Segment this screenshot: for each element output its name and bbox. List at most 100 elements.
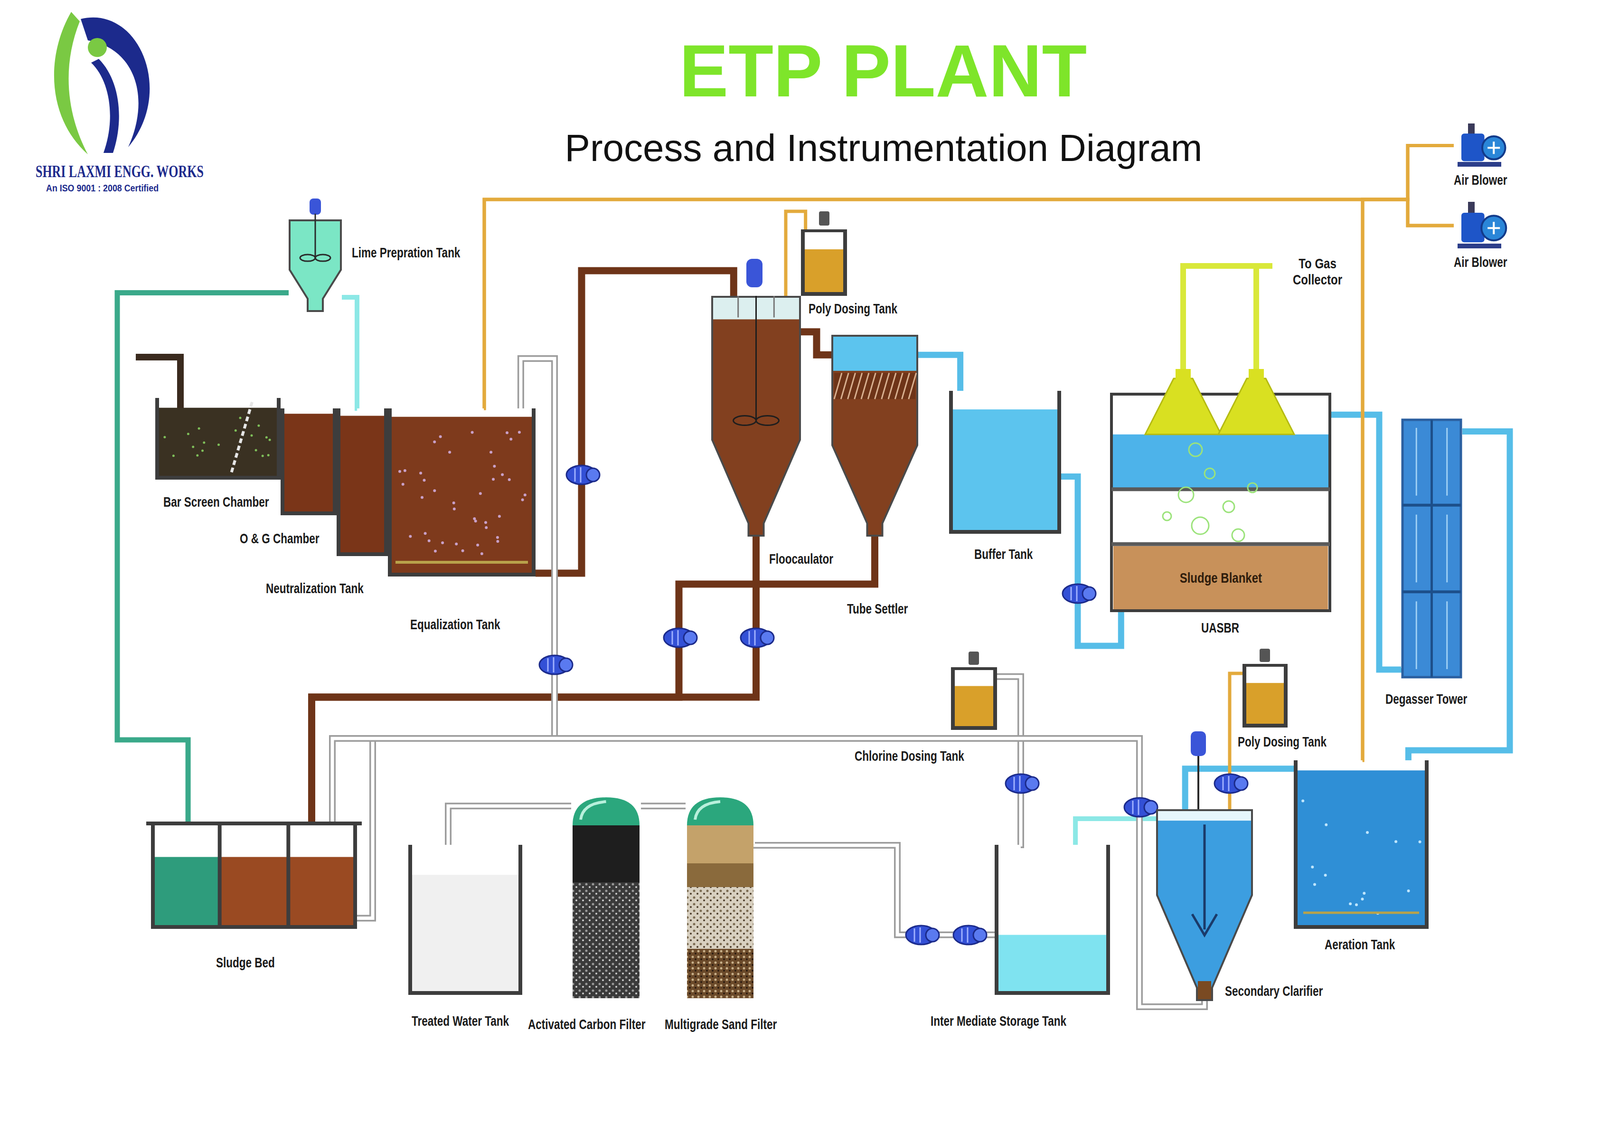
bubble xyxy=(268,438,272,442)
divider xyxy=(1111,487,1330,491)
vessel-label: Bar Screen Chamber xyxy=(163,493,270,510)
tank-wall xyxy=(157,397,279,478)
pipe-line xyxy=(483,145,1454,409)
filter-dome xyxy=(687,797,754,826)
pipe-core xyxy=(997,676,1021,845)
carbon-media xyxy=(572,882,640,998)
tube-settler: Tube Settler xyxy=(831,334,919,536)
vessel-label: Multigrade Sand Filter xyxy=(664,1016,777,1033)
bubble xyxy=(480,552,484,556)
flow-arrow xyxy=(1192,913,1217,935)
pump-rib xyxy=(754,630,756,646)
motor xyxy=(1259,648,1271,662)
pipe-stroke xyxy=(1075,818,1157,845)
pump-head xyxy=(760,630,774,645)
tank-wall xyxy=(1244,663,1286,726)
vessel-shape xyxy=(800,229,848,296)
pipe-line xyxy=(1331,414,1402,670)
dosing-tank: Poly Dosing Tank xyxy=(1242,663,1288,728)
vessel-shape xyxy=(685,795,755,998)
pipe-line xyxy=(1075,818,1157,845)
uasb-reactor: UASBRSludge Blanket xyxy=(1110,392,1332,612)
pump-head xyxy=(1025,776,1039,791)
vessel-shape xyxy=(994,844,1111,995)
gas-hood xyxy=(1218,378,1295,435)
bubble xyxy=(432,440,436,444)
sludge xyxy=(152,856,220,927)
tube-hatch xyxy=(908,372,917,399)
pipe-stroke xyxy=(117,292,289,822)
gas-hood-cap xyxy=(1175,368,1191,380)
pipe-stroke xyxy=(1185,768,1294,810)
pipe-stroke xyxy=(640,802,686,810)
pump-rib xyxy=(913,928,916,942)
pump-rib xyxy=(919,927,922,943)
bubble xyxy=(398,470,402,473)
bubble xyxy=(408,535,412,538)
bubble xyxy=(1362,891,1366,895)
pump-rib xyxy=(961,928,963,942)
dosing-tank: Poly Dosing Tank xyxy=(800,229,848,296)
pipe-line xyxy=(535,270,734,574)
pump-rib xyxy=(580,467,582,483)
vessel-label: O & G Chamber xyxy=(239,530,320,547)
bubble xyxy=(1313,882,1317,886)
vessel-shape xyxy=(571,795,641,998)
bubble xyxy=(474,519,478,523)
bubble xyxy=(187,432,190,435)
gas-bubble xyxy=(1188,442,1203,457)
bubble xyxy=(1365,830,1369,834)
pump-rib xyxy=(1076,585,1078,602)
pump-rib xyxy=(748,630,751,645)
agitator-shaft xyxy=(1197,755,1200,810)
pipe-stroke xyxy=(341,297,358,409)
bubble xyxy=(197,427,201,430)
liquid xyxy=(1295,770,1427,927)
pipe-line xyxy=(800,331,832,356)
gas-hood-cap xyxy=(1248,368,1264,380)
blower-impeller xyxy=(1482,136,1506,160)
bubble xyxy=(505,431,509,434)
liquid xyxy=(802,249,846,294)
pipe-stroke xyxy=(997,676,1021,845)
tank-wall xyxy=(950,390,1060,532)
tube-hatch xyxy=(875,372,883,399)
tank-wall xyxy=(952,667,996,728)
vessel-shape xyxy=(150,821,358,929)
bubble xyxy=(521,498,525,502)
bubble xyxy=(509,437,513,441)
dosing-tank: Chlorine Dosing Tank xyxy=(950,667,998,730)
vessel-label: Sludge Bed xyxy=(216,954,275,971)
pump-head xyxy=(559,658,573,672)
company-name: SHRI LAXMI ENGG. WORKS xyxy=(35,162,204,181)
bubble xyxy=(496,536,499,539)
pipe-line xyxy=(117,292,289,822)
company-logo xyxy=(54,11,150,155)
bubble xyxy=(498,514,501,518)
bubble xyxy=(433,549,437,553)
pump-rib xyxy=(677,630,679,646)
pipe-core xyxy=(332,738,1205,1007)
diffuser xyxy=(395,560,528,564)
gas-bubble xyxy=(1162,511,1172,521)
tower-highlight xyxy=(1446,514,1448,583)
bubble xyxy=(484,520,488,524)
pump-rib xyxy=(1019,775,1021,791)
liquid xyxy=(410,874,521,993)
gas-bubble xyxy=(1191,517,1209,535)
pipe-stroke xyxy=(311,535,876,822)
agitator-blade xyxy=(733,415,757,426)
pipe-stroke xyxy=(332,738,1205,1007)
vessel-label: Air Blower xyxy=(1453,254,1508,271)
vessel-shape xyxy=(1453,200,1506,251)
liquid xyxy=(389,416,534,575)
tower-highlight xyxy=(1446,601,1448,669)
neutralization-tank: Neutralization Tank xyxy=(336,408,388,556)
tube-hatch xyxy=(894,372,903,399)
vessel-label: Air Blower xyxy=(1453,171,1508,189)
pipe-line xyxy=(311,535,757,822)
bubble xyxy=(403,469,407,472)
pump-rib xyxy=(1013,776,1016,791)
gas-bubble xyxy=(1232,528,1245,542)
